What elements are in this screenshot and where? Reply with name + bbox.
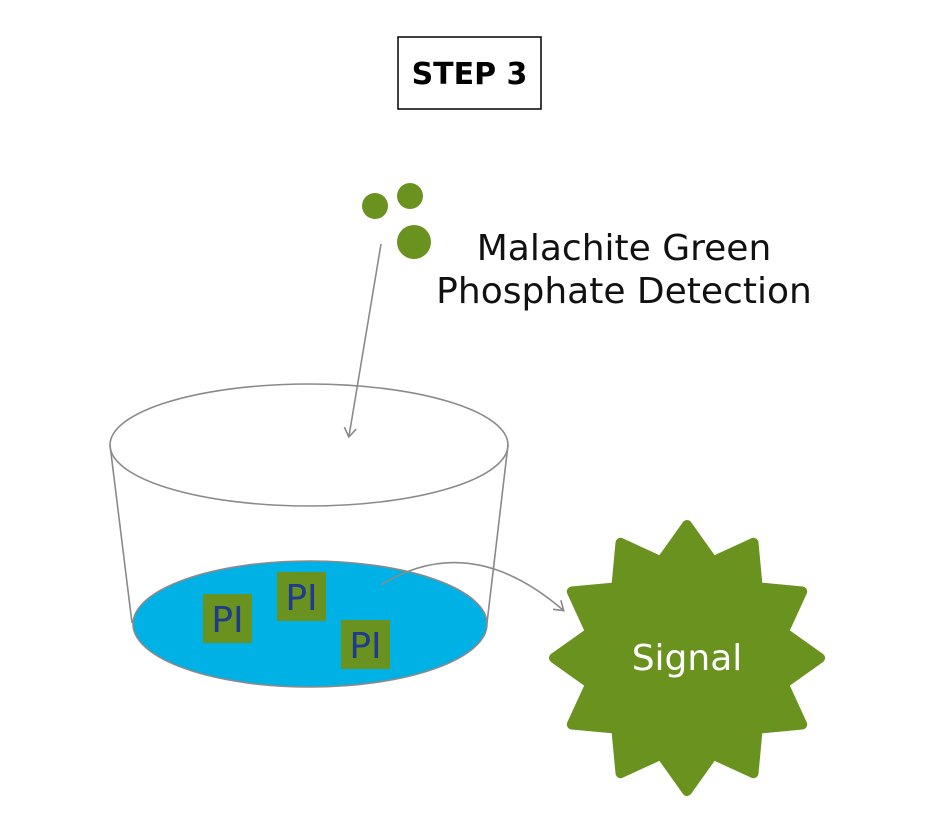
- reagent-arrow: [343, 243, 382, 439]
- pi-box: [277, 572, 326, 621]
- step-title-box: [397, 36, 542, 110]
- pi-box: [203, 594, 252, 643]
- pi-label: PI: [211, 600, 243, 641]
- signal-burst: Signal: [549, 520, 825, 796]
- reagent-label-line2: Phosphate Detection: [436, 271, 812, 312]
- reagent-label-line1: Malachite Green: [477, 228, 772, 269]
- reagent-dot: [362, 193, 388, 219]
- reagent-dot: [397, 183, 423, 209]
- well-side-walls: [109, 444, 509, 624]
- pi-molecule-1: PI: [203, 594, 252, 643]
- pi-label: PI: [349, 626, 381, 667]
- step-title-text: STEP 3: [412, 57, 528, 92]
- signal-star-shape: [549, 520, 825, 796]
- step-title: STEP 3: [397, 36, 542, 110]
- reagent-dots: [362, 183, 431, 259]
- reagent-label: Malachite Green Phosphate Detection: [436, 228, 812, 312]
- signal-label: Signal: [632, 638, 743, 679]
- reagent-dot: [397, 225, 431, 259]
- well: [109, 383, 509, 688]
- well-liquid: [132, 560, 488, 688]
- pi-molecule-2: PI: [277, 572, 326, 621]
- pi-molecule-3: PI: [341, 620, 390, 669]
- pi-label: PI: [285, 578, 317, 619]
- pi-box: [341, 620, 390, 669]
- signal-arrow: [380, 561, 565, 612]
- well-rim: [109, 383, 509, 507]
